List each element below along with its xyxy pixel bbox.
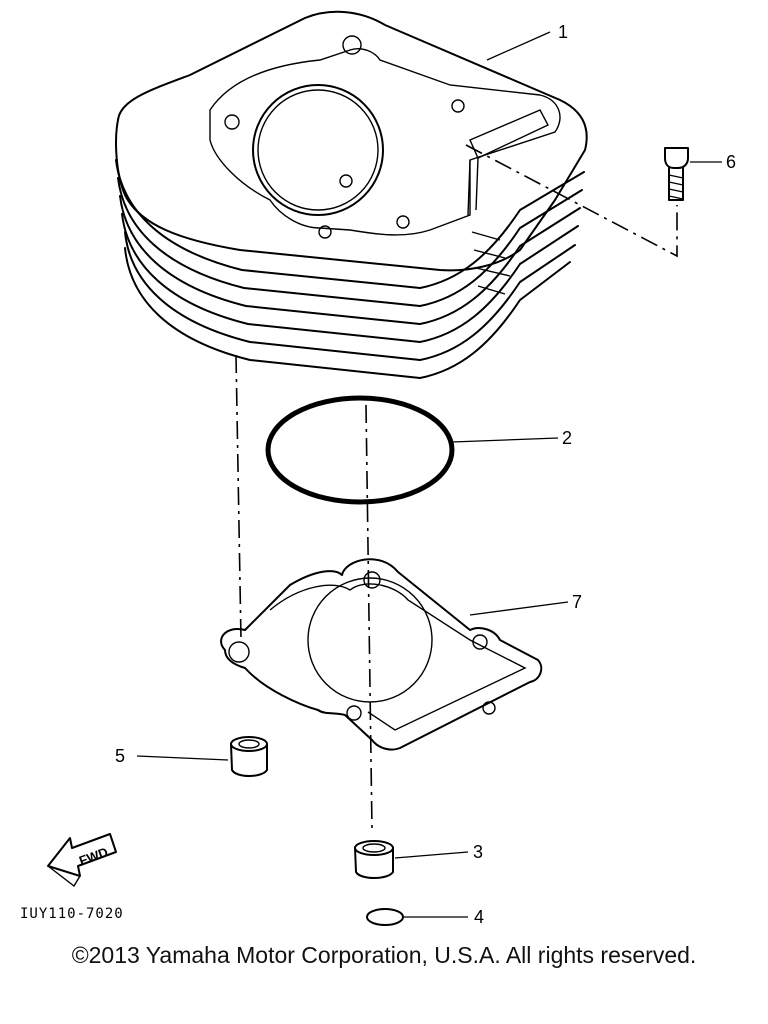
- part-7-base-gasket: [220, 558, 543, 751]
- callout-5: 5: [115, 746, 125, 766]
- callout-7: 7: [572, 592, 582, 612]
- part-1-cylinder: [115, 10, 588, 379]
- callout-1: 1: [558, 22, 568, 42]
- part-6-bolt: [664, 147, 689, 201]
- leader-line-7: [469, 601, 569, 616]
- drawing-code: IUY110-7020: [20, 906, 124, 922]
- centerline-dowel-left: [235, 354, 242, 641]
- leader-line-1: [486, 31, 551, 61]
- centerline-dowel-right: [365, 404, 373, 831]
- part-5-dowel-pin: [230, 736, 268, 777]
- callout-3: 3: [473, 842, 483, 862]
- copyright-notice: ©2013 Yamaha Motor Corporation, U.S.A. A…: [71, 942, 697, 968]
- leader-line-3: [394, 851, 469, 859]
- callout-4: 4: [474, 907, 484, 927]
- callout-6: 6: [726, 152, 736, 172]
- centerline-bolt: [465, 144, 678, 258]
- callout-2: 2: [562, 428, 572, 448]
- fwd-arrow-icon: [47, 833, 117, 888]
- part-2-o-ring: [265, 395, 455, 505]
- part-4-o-ring: [366, 908, 404, 926]
- leader-line-2: [451, 437, 559, 443]
- fwd-label: FWD: [77, 844, 110, 868]
- part-3-dowel-pin: [354, 840, 394, 879]
- leader-line-5: [136, 755, 229, 761]
